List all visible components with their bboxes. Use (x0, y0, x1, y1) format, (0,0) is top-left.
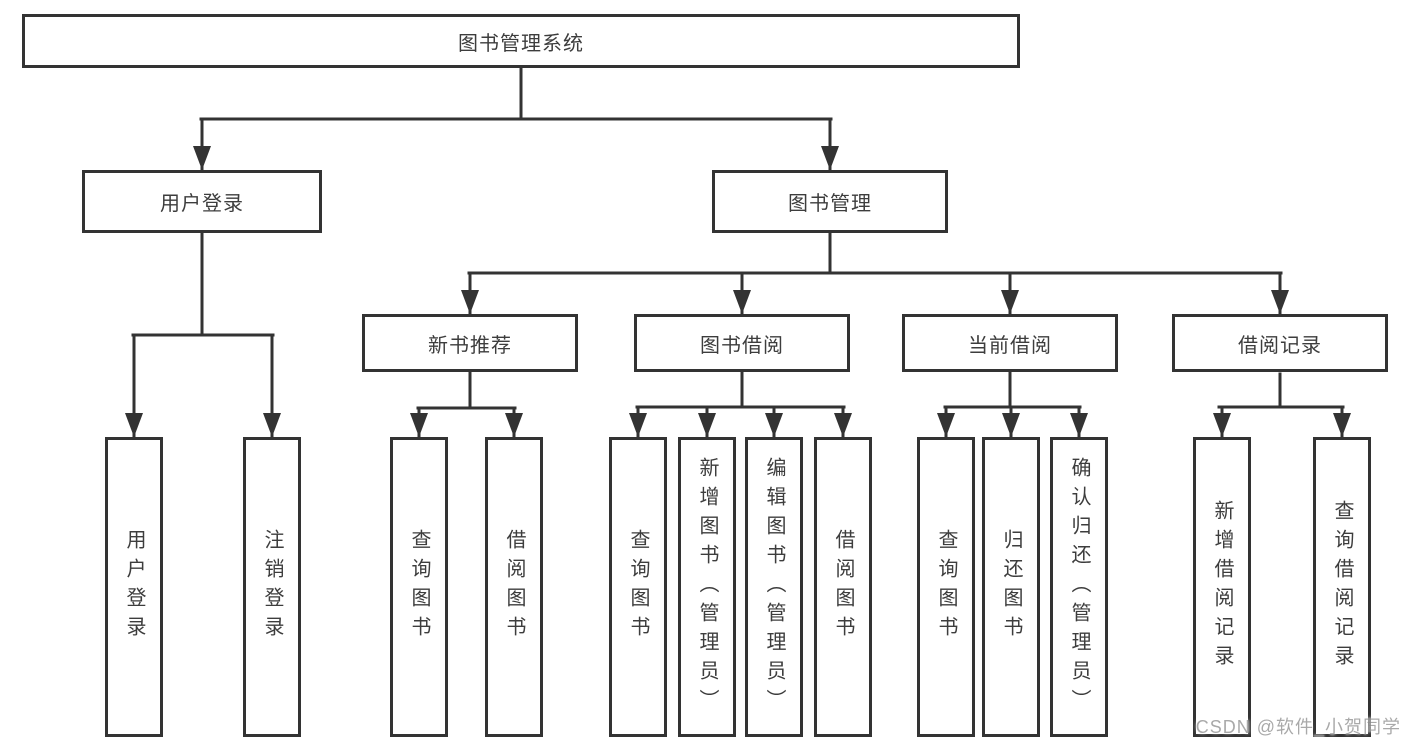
node-borrowing-records: 借阅记录 (1172, 314, 1388, 372)
leaf-edit-books-admin: 编辑图书（管理员） (745, 437, 803, 737)
node-book-borrowing: 图书借阅 (634, 314, 850, 372)
leaf-user-login: 用户登录 (105, 437, 163, 737)
node-label: 查询借阅记录 (1331, 500, 1353, 674)
leaf-add-borrow-record: 新增借阅记录 (1193, 437, 1251, 737)
leaf-return-books: 归还图书 (982, 437, 1040, 737)
leaf-borrow-books-borrowing: 借阅图书 (814, 437, 872, 737)
node-label: 借阅图书 (832, 529, 854, 645)
node-label: 查询图书 (408, 529, 430, 645)
node-label: 归还图书 (1000, 529, 1022, 645)
leaf-query-borrow-record: 查询借阅记录 (1313, 437, 1371, 737)
node-label: 当前借阅 (968, 334, 1052, 357)
leaf-query-books-borrowing: 查询图书 (609, 437, 667, 737)
leaf-borrow-books-recommend: 借阅图书 (485, 437, 543, 737)
node-label: 用户登录 (123, 529, 145, 645)
node-label: 新增借阅记录 (1211, 500, 1233, 674)
csdn-watermark: CSDN @软件_小贺同学 (1195, 717, 1401, 737)
leaf-query-books-recommend: 查询图书 (390, 437, 448, 737)
node-label: 确认归还（管理员） (1068, 456, 1090, 718)
node-new-book-recommendation: 新书推荐 (362, 314, 578, 372)
node-book-management: 图书管理 (712, 170, 948, 233)
node-user-login: 用户登录 (82, 170, 322, 233)
node-label: 新书推荐 (428, 334, 512, 357)
node-label: 查询图书 (935, 529, 957, 645)
leaf-confirm-return-admin: 确认归还（管理员） (1050, 437, 1108, 737)
leaf-query-books-current: 查询图书 (917, 437, 975, 737)
node-label: 借阅记录 (1238, 334, 1322, 357)
node-label: 图书管理 (788, 193, 872, 215)
node-label: 借阅图书 (503, 529, 525, 645)
node-label: 注销登录 (261, 529, 283, 645)
node-label: 编辑图书（管理员） (763, 456, 785, 718)
node-label: 图书借阅 (700, 334, 784, 357)
node-library-management-system: 图书管理系统 (22, 14, 1020, 68)
node-current-borrowing: 当前借阅 (902, 314, 1118, 372)
leaf-add-books-admin: 新增图书（管理员） (678, 437, 736, 737)
leaf-logout: 注销登录 (243, 437, 301, 737)
node-label: 用户登录 (160, 193, 244, 215)
node-label: 图书管理系统 (458, 32, 584, 55)
node-label: 新增图书（管理员） (696, 456, 718, 718)
node-label: 查询图书 (627, 529, 649, 645)
